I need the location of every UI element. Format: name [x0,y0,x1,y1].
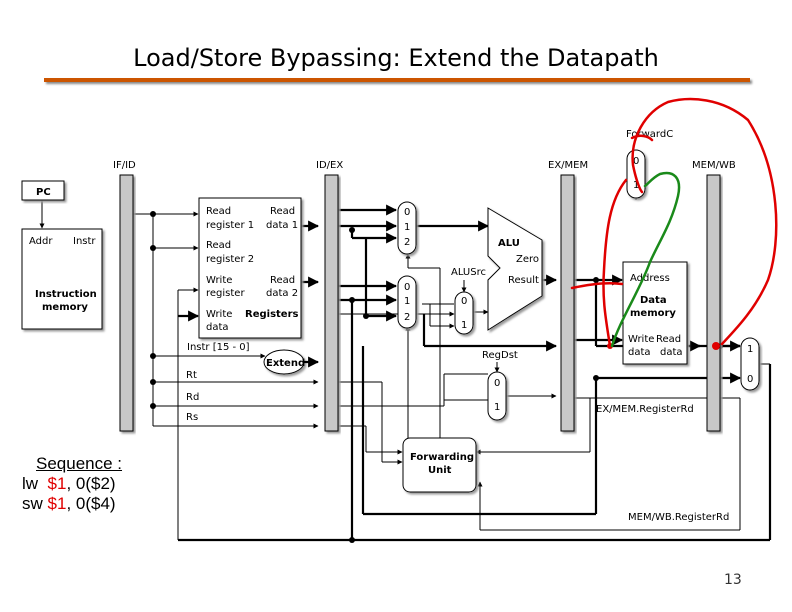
mem-wb-registerrd-label: MEM/WB.RegisterRd [628,512,729,523]
ex-mem-registerrd-label: EX/MEM.RegisterRd [596,404,694,415]
alusrc-mux-0: 0 [461,296,467,307]
rf-write-reg-a: Write [206,275,232,286]
memwb-mux-0: 0 [747,374,753,385]
alu-result: Result [508,275,539,286]
title-underline [44,78,750,82]
sequence-line-1: lw $1, 0($2) [22,474,122,494]
rf-write-reg-b: register [206,288,245,299]
dmem-name-1: Data [640,295,667,306]
sequence-line-2: sw $1, 0($4) [22,494,122,514]
pc-box [21,180,65,201]
alu-name: ALU [498,238,520,249]
rs-label: Rs [186,412,198,423]
dmem-write: Write [628,334,654,345]
mem-wb-register [706,174,721,432]
alusrc-mux-1: 1 [461,320,467,331]
red-dot-forward [712,342,720,350]
dmem-read: Read [656,334,681,345]
seq-reg: $1 [47,474,67,493]
id-ex-label: ID/EX [316,160,343,171]
fc-mux-1: 1 [633,180,639,191]
fa-mux-1: 1 [404,222,410,233]
fwd-line2: Unit [428,465,452,476]
thin-wires [39,180,770,540]
rf-write-data-b: data [206,322,229,333]
rf-read-reg2-b: register 2 [206,254,254,265]
green-annotations [610,171,681,348]
seq-reg: $1 [47,494,67,513]
regdst-mux [487,371,507,421]
if-id-label: IF/ID [113,160,136,171]
alu-zero: Zero [516,254,539,265]
rf-name: Registers [245,309,299,320]
fb-mux-2: 2 [404,312,410,323]
id-ex-register [324,174,339,432]
instruction-memory [21,228,103,330]
page-number: 13 [724,572,742,588]
alusrc-label: ALUSrc [451,267,486,278]
instr-field-label: Instr [15 - 0] [187,342,250,353]
alu [487,207,543,331]
dmem-name-2: memory [630,308,676,319]
imem-instr: Instr [73,236,96,247]
slide-title: Load/Store Bypassing: Extend the Datapat… [133,44,659,72]
red-annotations [570,97,778,348]
dmem-write-data: data [628,347,651,358]
regdst-label: RegDst [482,350,518,361]
rt-label: Rt [186,370,197,381]
seq-op: lw [22,474,39,493]
fa-mux-0: 0 [404,207,410,218]
mem-wb-label: MEM/WB [692,160,736,171]
pc-label: PC [36,187,51,198]
fa-mux-2: 2 [404,237,410,248]
fb-mux-1: 1 [404,296,410,307]
forwardc-label: ForwardC [626,129,673,140]
ex-mem-label: EX/MEM [548,160,588,171]
seq-op: sw [22,494,43,513]
fc-mux-0: 0 [633,156,639,167]
fb-mux-0: 0 [404,282,410,293]
rf-read-data2-a: Read [270,275,295,286]
sequence-header: Sequence : [36,454,123,473]
seq-rest: , 0($4) [66,494,116,513]
dmem-address: Address [630,273,670,284]
if-id-register [119,174,134,432]
rf-write-data-a: Write [206,309,232,320]
seq-rest: , 0($2) [66,474,116,493]
memwb-mux-1: 1 [747,344,753,355]
extend-label: Extend [266,358,305,369]
instruction-sequence: Sequence : lw $1, 0($2) sw $1, 0($4) [22,454,122,514]
forward-b-mux [397,275,417,329]
fwd-line1: Forwarding [410,452,474,463]
register-file [198,197,302,339]
rf-read-data2-b: data 2 [266,288,298,299]
memwb-mux [740,337,760,391]
rf-read-reg1-b: register 1 [206,220,254,231]
rd-label: Rd [186,392,199,403]
alusrc-mux [454,291,474,335]
rf-read-reg2-a: Read [206,240,231,251]
rf-read-reg1-a: Read [206,206,231,217]
rf-read-data1-b: data 1 [266,220,298,231]
data-memory [622,261,688,365]
forward-a-mux [397,201,417,255]
imem-name-2: memory [42,302,88,313]
imem-name-1: Instruction [35,289,97,300]
ex-mem-register [560,174,575,432]
regdst-mux-1: 1 [494,402,500,413]
imem-addr: Addr [29,236,53,247]
dmem-read-data: data [660,347,683,358]
forwarding-unit [402,437,477,493]
rf-read-data1-a: Read [270,206,295,217]
regdst-mux-0: 0 [494,378,500,389]
